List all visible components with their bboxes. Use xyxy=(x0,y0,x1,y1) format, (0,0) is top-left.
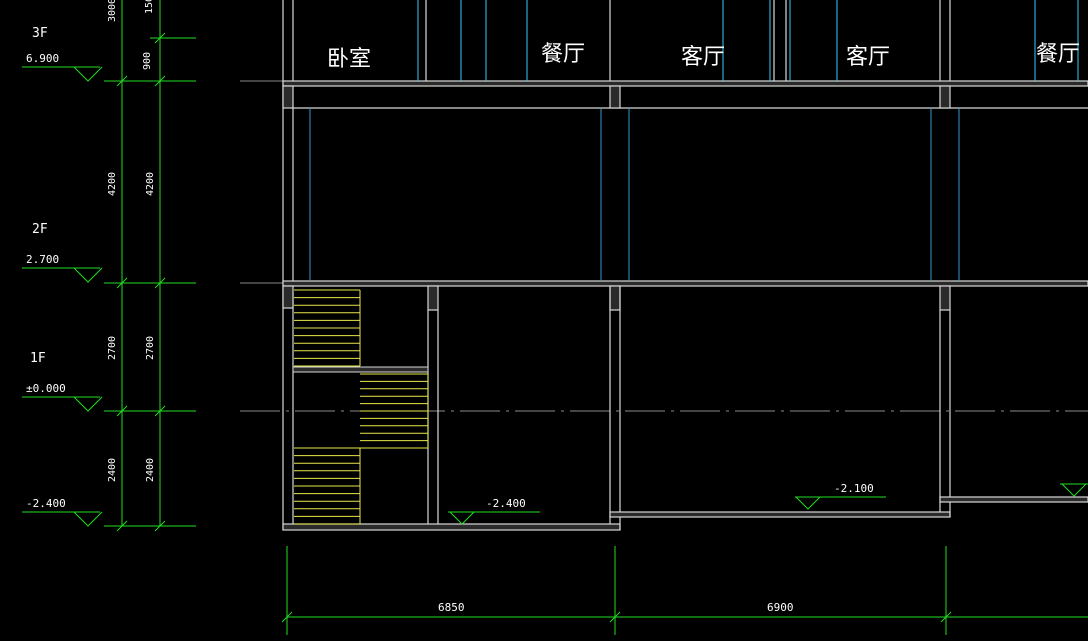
dim-inner-4200: 4200 xyxy=(107,172,118,196)
building-structure xyxy=(282,0,1088,531)
dim-outer-4200: 4200 xyxy=(145,172,156,196)
horizontal-dimension-labels: 6850 6900 xyxy=(438,601,794,614)
level-elevation-1f: ±0.000 xyxy=(26,382,66,395)
stair-flights xyxy=(294,289,429,525)
level-elevation-2f: 2.700 xyxy=(26,253,59,266)
dim-inner-2700: 2700 xyxy=(107,336,118,360)
basement-elev-left: -2.400 xyxy=(486,497,526,510)
room-label-living-2: 客厅 xyxy=(846,45,890,70)
dim-bay-6850: 6850 xyxy=(438,601,465,614)
room-label-living-1: 客厅 xyxy=(681,45,725,70)
level-axis-lines xyxy=(240,80,1088,412)
level-name-1f: 1F xyxy=(30,351,46,366)
dim-outer-2700: 2700 xyxy=(145,336,156,360)
dim-outer-2400: 2400 xyxy=(145,458,156,482)
level-name-2f: 2F xyxy=(32,222,48,237)
elevation-markers xyxy=(22,66,103,527)
basement-elevation-markers xyxy=(448,483,1088,525)
stair-flight-middle xyxy=(360,373,429,449)
level-elevation-basement: -2.400 xyxy=(26,497,66,510)
vertical-dimension-chains xyxy=(104,0,196,532)
stair-flight-upper xyxy=(294,289,361,367)
room-label-bedroom: 卧室 xyxy=(327,47,371,72)
basement-elevation-labels: -2.400 -2.100 xyxy=(486,482,874,510)
level-name-3f: 3F xyxy=(32,26,48,41)
room-labels: 卧室 餐厅 客厅 客厅 餐厅 xyxy=(327,42,1080,72)
horizontal-dimension-chain xyxy=(281,546,1088,635)
level-elevation-3f: 6.900 xyxy=(26,52,59,65)
dim-inner-900: 900 xyxy=(142,52,153,70)
vertical-dims-outer: 150 4200 2700 2400 xyxy=(144,0,156,482)
level-elevations: 6.900 2.700 ±0.000 -2.400 xyxy=(26,52,66,510)
stair-flight-lower xyxy=(294,447,361,525)
dim-inner-3000: 3000 xyxy=(107,0,118,22)
dim-bay-6900: 6900 xyxy=(767,601,794,614)
stair-landing xyxy=(292,366,429,373)
level-names: 3F 2F 1F xyxy=(30,26,48,366)
beam-reference-lines xyxy=(309,108,960,281)
room-label-dining-1: 餐厅 xyxy=(541,42,585,67)
dim-inner-2400: 2400 xyxy=(107,458,118,482)
vertical-dims-inner: 3000 900 4200 2700 2400 xyxy=(107,0,153,482)
basement-elev-mid: -2.100 xyxy=(834,482,874,495)
dim-outer-150: 150 xyxy=(144,0,155,14)
room-label-dining-2: 餐厅 xyxy=(1036,42,1080,67)
window-glazing xyxy=(417,0,1079,81)
